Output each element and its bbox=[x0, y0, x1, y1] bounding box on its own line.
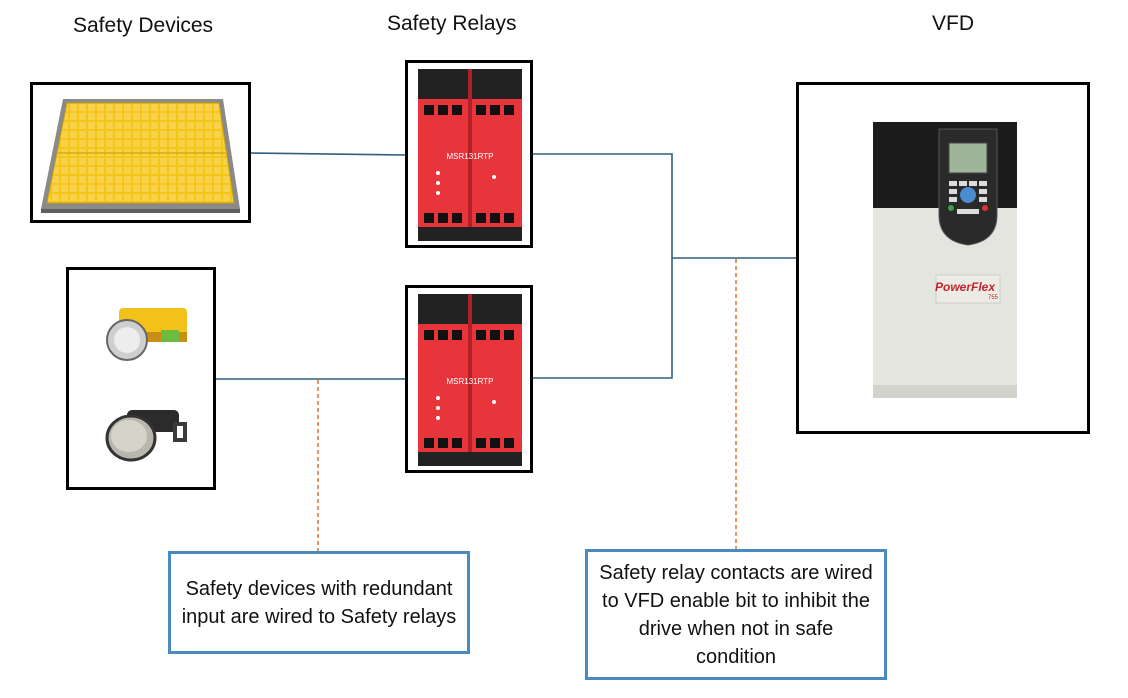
safety-relay-2-frame: MSR131RTP bbox=[405, 285, 533, 473]
callout-relays: Safety relay contacts are wired to VFD e… bbox=[585, 549, 887, 680]
safety-mat-icon bbox=[41, 99, 240, 213]
vfd-keypad-icon bbox=[938, 128, 998, 246]
black-safety-switch-icon bbox=[105, 410, 187, 462]
vfd-brand-label: PowerFlex bbox=[935, 280, 996, 294]
callout-devices: Safety devices with redundant input are … bbox=[168, 551, 470, 654]
vfd-drive-icon: PowerFlex 755 bbox=[873, 122, 1017, 398]
wire-relay1-to-bus bbox=[532, 153, 673, 258]
yellow-safety-switch-icon bbox=[106, 308, 187, 361]
safety-switches-icon bbox=[105, 308, 187, 462]
heading-safety-devices: Safety Devices bbox=[73, 14, 214, 37]
safety-relay-2-icon: MSR131RTP bbox=[418, 294, 522, 466]
safety-mat-frame bbox=[30, 82, 251, 223]
wire-mat-to-relay1 bbox=[249, 152, 407, 156]
relay-2-model-label: MSR131RTP bbox=[447, 377, 494, 386]
callout-relays-text: Safety relay contacts are wired to VFD e… bbox=[599, 561, 873, 668]
heading-safety-relays: Safety Relays bbox=[387, 12, 517, 35]
vfd-frame: PowerFlex 755 bbox=[796, 82, 1090, 434]
safety-relay-1-icon: MSR131RTP bbox=[418, 69, 522, 241]
callout-devices-text: Safety devices with redundant input are … bbox=[181, 577, 457, 628]
safety-relay-1-frame: MSR131RTP bbox=[405, 60, 533, 248]
safety-switches-frame bbox=[66, 267, 216, 490]
relay-1-model-label: MSR131RTP bbox=[447, 152, 494, 161]
heading-vfd: VFD bbox=[932, 12, 974, 35]
vfd-model-label: 755 bbox=[988, 295, 999, 301]
wire-relay2-to-bus bbox=[532, 258, 673, 379]
